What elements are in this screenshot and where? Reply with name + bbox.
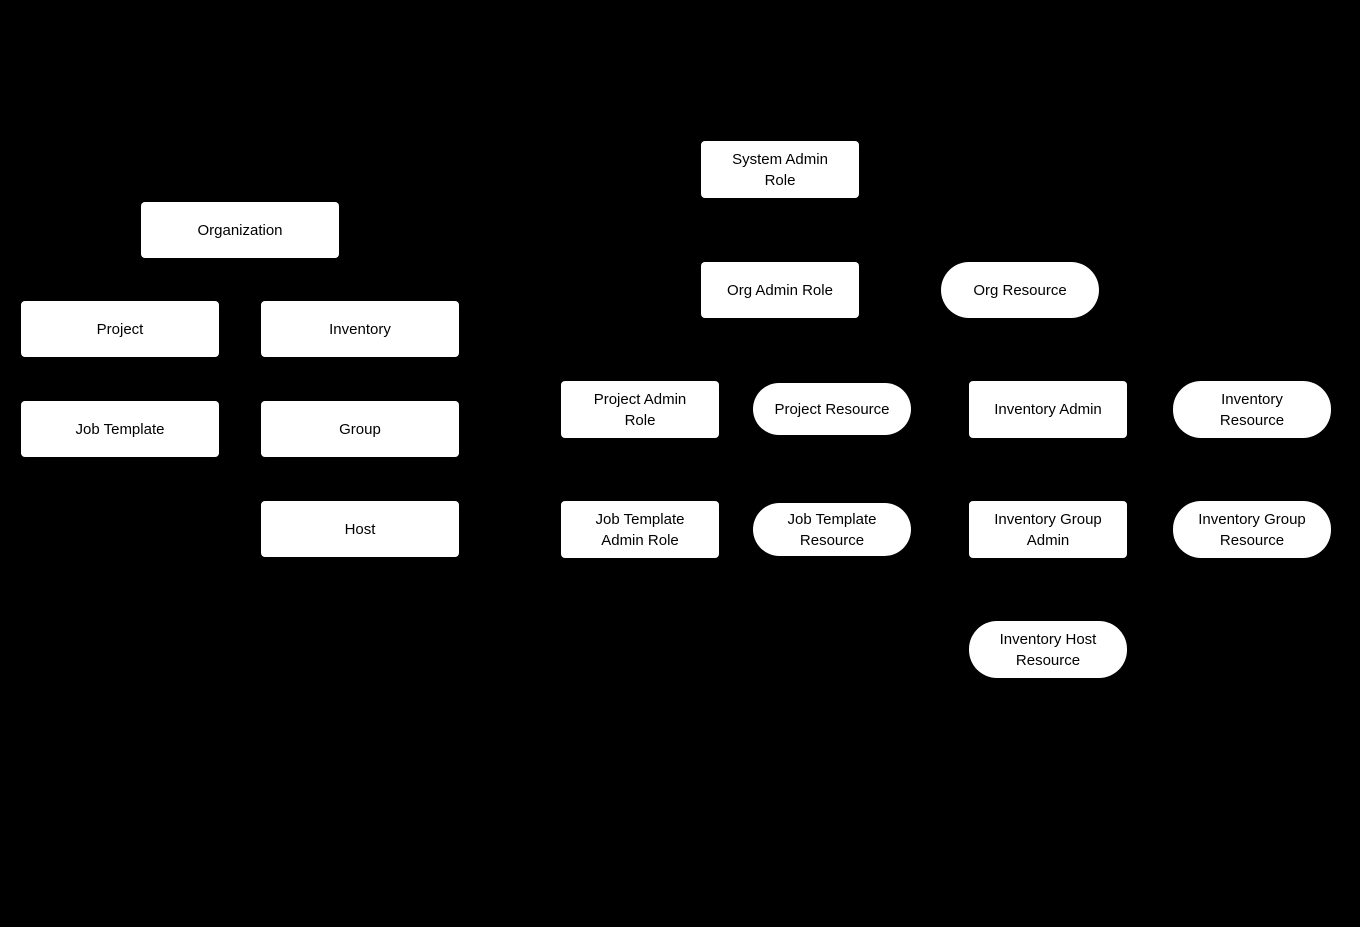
node-group: Group xyxy=(261,401,459,457)
node-project: Project xyxy=(21,301,219,357)
node-project-admin-role: Project Admin Role xyxy=(561,381,719,438)
node-job-template-resource: Job Template Resource xyxy=(753,503,911,556)
node-system-admin-role: System Admin Role xyxy=(701,141,859,198)
node-org-resource: Org Resource xyxy=(941,262,1099,318)
node-host: Host xyxy=(261,501,459,557)
node-job-template-admin-role: Job Template Admin Role xyxy=(561,501,719,558)
node-inventory-admin: Inventory Admin xyxy=(969,381,1127,438)
node-inventory-resource: Inventory Resource xyxy=(1173,381,1331,438)
node-inventory-group-resource: Inventory Group Resource xyxy=(1173,501,1331,558)
node-org-admin-role: Org Admin Role xyxy=(701,262,859,318)
node-organization: Organization xyxy=(141,202,339,258)
node-inventory-host-resource: Inventory Host Resource xyxy=(969,621,1127,678)
node-inventory-group-admin: Inventory Group Admin xyxy=(969,501,1127,558)
node-job-template: Job Template xyxy=(21,401,219,457)
node-project-resource: Project Resource xyxy=(753,383,911,435)
node-inventory: Inventory xyxy=(261,301,459,357)
